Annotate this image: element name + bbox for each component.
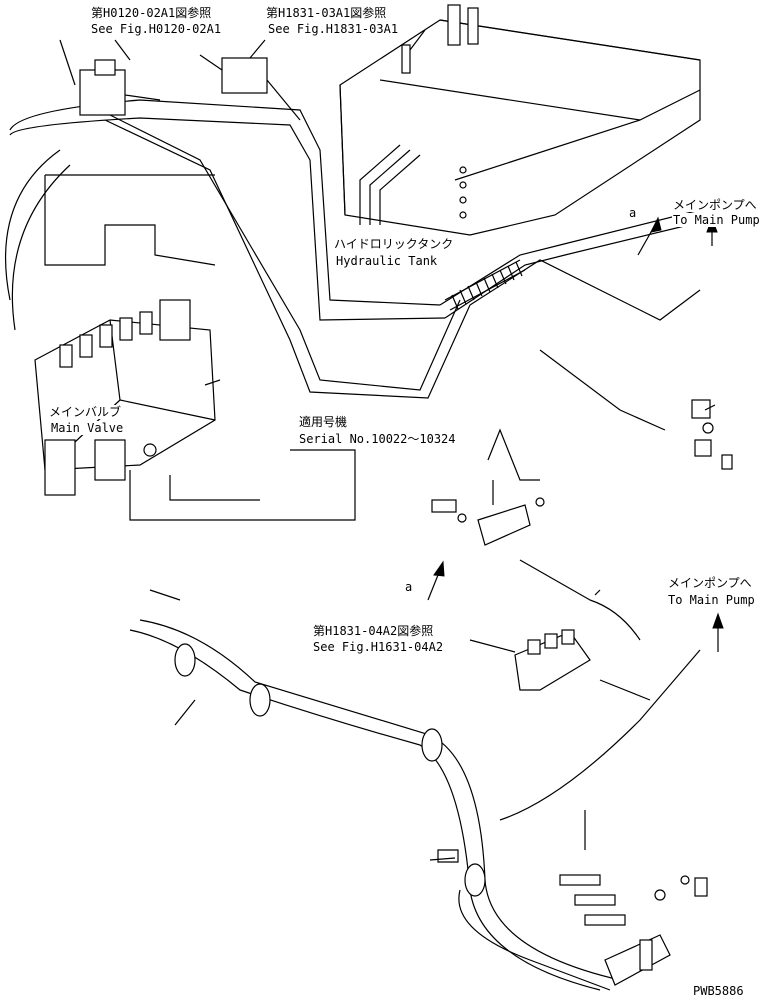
ref-h1831-04-en: See Fig.H1631-04A2 [312, 640, 445, 654]
hydraulic-tank-label-en: Hydraulic Tank [335, 254, 439, 268]
serial-title: 適用号機 [298, 415, 349, 429]
ref-h1831-03-jp: 第H1831-03A1図参照 [265, 6, 388, 20]
drawing-code: PWB5886 [692, 984, 745, 998]
main-valve-label-en: Main Valve [50, 421, 125, 435]
ref-h1831-03-en: See Fig.H1831-03A1 [267, 22, 400, 36]
main-valve-label-jp: メインバルブ [48, 405, 123, 419]
connection-a-bottom: a [404, 580, 414, 594]
to-main-pump-right-en: To Main Pump [667, 593, 756, 607]
right-fittings [539, 349, 733, 470]
serial-bracket [44, 174, 356, 521]
to-main-pump-top-en: To Main Pump [672, 213, 761, 227]
serial-range: Serial No.10022～10324 [298, 432, 457, 446]
leader-lines [114, 29, 716, 861]
ref-h0120-en: See Fig.H0120-02A1 [90, 22, 223, 36]
hydraulic-tank-drawing [339, 4, 701, 236]
hydraulic-tank-label-jp: ハイドロリックタンク [333, 237, 455, 251]
ref-h1831-04-jp: 第H1831-04A2図参照 [312, 624, 435, 638]
lower-hoses [129, 619, 701, 991]
solenoid-valve-left [59, 39, 161, 116]
bottom-bracket [559, 810, 708, 986]
to-main-pump-top-jp: メインポンプへ [672, 198, 758, 212]
ref-h0120-jp: 第H0120-02A1図参照 [90, 6, 213, 20]
lower-valve [514, 559, 651, 701]
spring-guard [444, 259, 526, 311]
main-valve-drawing [34, 299, 216, 496]
center-manifold [431, 428, 545, 546]
connection-a-top: a [628, 206, 638, 220]
solenoid-valve-middle [199, 54, 301, 121]
to-main-pump-right-jp: メインポンプへ [667, 576, 753, 590]
